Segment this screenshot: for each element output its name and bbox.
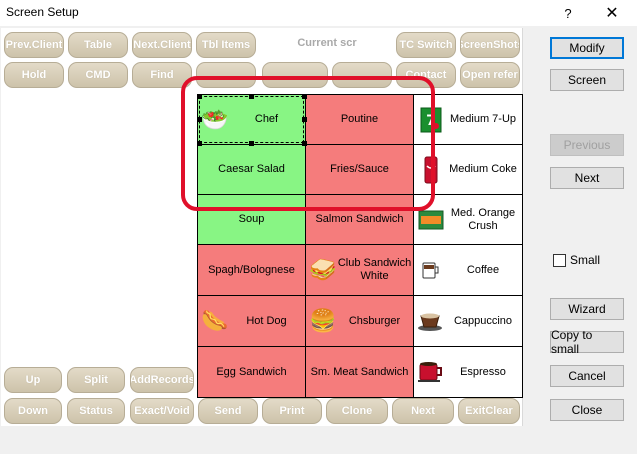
- pill-exact-void: Exact/Void: [130, 398, 194, 424]
- espresso-cup-icon: [417, 358, 445, 386]
- pill-find: Find: [132, 62, 192, 88]
- cheeseburger-icon: 🍔: [309, 308, 337, 333]
- title-bar: Screen Setup ? ✕: [0, 0, 637, 26]
- pill-clone: Clone: [326, 398, 388, 424]
- pill-print: Print: [262, 398, 322, 424]
- menu-item-fries-sauce[interactable]: Fries/Sauce: [305, 144, 414, 195]
- pill-prev-client: Prev.Client: [4, 32, 64, 58]
- pill-up: Up: [4, 367, 62, 393]
- pill-screenshots: ScreenShots: [460, 32, 520, 58]
- pill-contact: Contact: [396, 62, 456, 88]
- pill-exit-clear: ExitClear: [458, 398, 520, 424]
- menu-item-poutine[interactable]: Poutine: [305, 94, 414, 145]
- pill-next-client: Next.Client: [132, 32, 192, 58]
- cappuccino-cup-icon: [417, 307, 445, 335]
- pill-tbl-items: Tbl Items: [196, 32, 256, 58]
- copy-to-small-button[interactable]: Copy to small: [550, 328, 624, 356]
- preview-blank-area: [1, 96, 197, 360]
- checkbox-box[interactable]: [553, 253, 566, 267]
- current-screen-tab: Current scr: [262, 28, 392, 58]
- pill-blank-2: [262, 62, 328, 88]
- menu-item-espresso[interactable]: Espresso: [413, 346, 523, 398]
- menu-item-medium-coke[interactable]: Medium Coke: [413, 144, 523, 195]
- pill-open-refer: Open refer: [460, 62, 520, 88]
- pill-split: Split: [67, 367, 125, 393]
- cancel-button[interactable]: Cancel: [550, 365, 624, 387]
- coke-can-icon: [417, 156, 445, 184]
- club-sandwich-icon: 🥪: [309, 257, 337, 282]
- modify-button[interactable]: Modify: [550, 37, 624, 59]
- window-title: Screen Setup: [6, 5, 79, 19]
- menu-item-salmon-sandwich[interactable]: Salmon Sandwich: [305, 194, 414, 245]
- menu-item-chef[interactable]: 🥗 Chef: [197, 94, 306, 145]
- pill-add-records: AddRecords: [130, 367, 194, 393]
- hot-dog-icon: 🌭: [201, 308, 229, 333]
- menu-item-egg-sandwich[interactable]: Egg Sandwich: [197, 346, 306, 398]
- menu-item-sm-meat-sandwich[interactable]: Sm. Meat Sandwich: [305, 346, 414, 398]
- pill-next: Next: [392, 398, 454, 424]
- menu-item-club-sandwich-white[interactable]: 🥪 Club Sandwich White: [305, 244, 414, 296]
- menu-item-med-orange-crush[interactable]: Med. Orange Crush: [413, 194, 523, 245]
- screen-button[interactable]: Screen: [550, 69, 624, 91]
- next-button[interactable]: Next: [550, 167, 624, 189]
- menu-item-spagh-bolognese[interactable]: Spagh/Bolognese: [197, 244, 306, 296]
- wizard-button[interactable]: Wizard: [550, 298, 624, 320]
- resize-handle-top-mid[interactable]: [249, 94, 254, 99]
- pill-hold: Hold: [4, 62, 64, 88]
- pill-send: Send: [198, 398, 258, 424]
- pill-down: Down: [4, 398, 62, 424]
- orange-crush-can-icon: [417, 206, 445, 234]
- help-button[interactable]: ?: [564, 5, 572, 21]
- resize-handle-bottom-left[interactable]: [197, 141, 202, 146]
- menu-item-chsburger[interactable]: 🍔 Chsburger: [305, 295, 414, 347]
- menu-item-hot-dog[interactable]: 🌭 Hot Dog: [197, 295, 306, 347]
- salad-icon: 🥗: [201, 106, 229, 132]
- pill-cmd: CMD: [68, 62, 128, 88]
- pill-table: Table: [68, 32, 128, 58]
- small-checkbox-label: Small: [570, 253, 601, 267]
- menu-item-coffee[interactable]: Coffee: [413, 244, 523, 296]
- previous-button[interactable]: Previous: [550, 134, 624, 156]
- resize-handle-bottom-mid[interactable]: [249, 141, 254, 146]
- menu-item-soup[interactable]: Soup: [197, 194, 306, 245]
- resize-handle-top-right[interactable]: [302, 94, 307, 99]
- small-checkbox[interactable]: Small: [553, 253, 600, 267]
- menu-item-medium-7up[interactable]: 7 Medium 7-Up: [413, 94, 523, 145]
- resize-handle-bottom-right[interactable]: [302, 141, 307, 146]
- pill-blank-3: [332, 62, 392, 88]
- close-button[interactable]: Close: [550, 399, 624, 421]
- menu-item-grid: 🥗 Chef Poutine 7 Medium 7-Up Caesar Sala…: [197, 94, 523, 398]
- close-window-button[interactable]: ✕: [605, 5, 619, 22]
- resize-handle-mid-left[interactable]: [197, 117, 202, 122]
- menu-item-caesar-salad[interactable]: Caesar Salad: [197, 144, 306, 195]
- coffee-mug-icon: [417, 256, 445, 284]
- resize-handle-top-left[interactable]: [197, 94, 202, 99]
- pill-blank-1: [196, 62, 256, 88]
- resize-handle-mid-right[interactable]: [302, 117, 307, 122]
- menu-item-cappuccino[interactable]: Cappuccino: [413, 295, 523, 347]
- pill-status: Status: [67, 398, 125, 424]
- pill-tc-switch: TC Switch: [396, 32, 456, 58]
- 7up-can-icon: 7: [417, 106, 445, 134]
